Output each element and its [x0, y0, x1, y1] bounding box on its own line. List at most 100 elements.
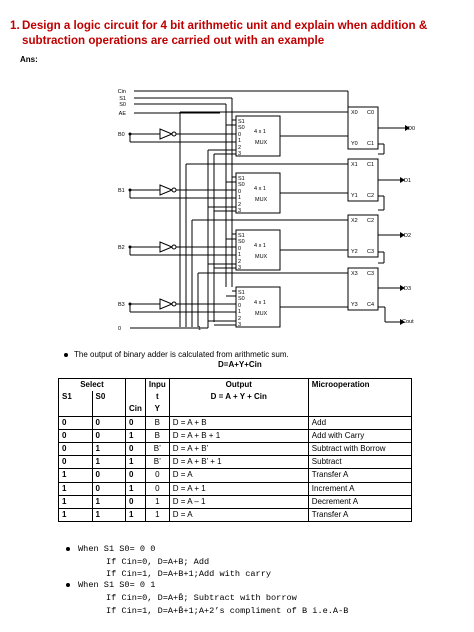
b3-label: B3	[118, 302, 125, 308]
mux-1: S1 S0 0 1 2 3 4 x 1 MUX	[238, 176, 268, 214]
svg-text:4 x 1: 4 x 1	[254, 300, 266, 306]
header-s1: S1	[58, 391, 93, 404]
header-cin: Cin	[125, 403, 146, 417]
d2-label: D2	[404, 233, 411, 239]
svg-text:2: 2	[238, 316, 241, 322]
question-number: 1.	[10, 19, 20, 32]
svg-text:0: 0	[238, 303, 241, 309]
svg-text:0: 0	[238, 246, 241, 252]
svg-text:Y0: Y0	[351, 141, 358, 147]
svg-text:S1: S1	[238, 233, 245, 239]
question-line-2: subtraction operations are carried out w…	[22, 34, 325, 47]
svg-text:4 x 1: 4 x 1	[254, 129, 266, 135]
svg-text:C0: C0	[367, 110, 374, 116]
adder-3: X3 C3 Y3 C4	[351, 271, 374, 308]
cout-label: Cout	[402, 319, 414, 325]
svg-text:C2: C2	[367, 193, 374, 199]
svg-text:C3: C3	[367, 249, 374, 255]
bullet-text: The output of binary adder is calculated…	[74, 350, 289, 359]
svg-text:1: 1	[238, 195, 241, 201]
svg-text:C4: C4	[367, 302, 374, 308]
svg-text:MUX: MUX	[255, 254, 268, 260]
adder-1: X1 C1 Y1 C2	[351, 162, 374, 199]
svg-text:X0: X0	[351, 110, 358, 116]
note-cin1-add-carry: If Cin=1, D=A+B+1;Add with carry	[106, 569, 272, 579]
svg-text:S0: S0	[238, 125, 245, 131]
svg-text:1: 1	[238, 309, 241, 315]
mux-2: S1 S0 0 1 2 3 4 x 1 MUX	[238, 233, 268, 271]
svg-text:Y3: Y3	[351, 302, 358, 308]
header-select: Select	[58, 378, 126, 392]
b2-label: B2	[118, 245, 125, 251]
s1-label: S1	[119, 96, 126, 102]
header-output-formula: D = A + Y + Cin	[168, 391, 309, 404]
svg-text:C2: C2	[367, 218, 374, 224]
header-microoperation: Microoperation	[307, 378, 412, 392]
svg-text:2: 2	[238, 145, 241, 151]
svg-text:4 x 1: 4 x 1	[254, 186, 266, 192]
function-table: Select Inpu Output Microoperation S1 S0 …	[58, 378, 412, 523]
ae-label: AE	[119, 111, 127, 117]
svg-text:MUX: MUX	[255, 311, 268, 317]
svg-text:S1: S1	[238, 290, 245, 296]
svg-text:S0: S0	[238, 239, 245, 245]
question-heading: 1. Design a logic circuit for 4 bit arit…	[10, 18, 465, 48]
header-input-b: t	[144, 391, 170, 404]
svg-text:MUX: MUX	[255, 140, 268, 146]
svg-text:C1: C1	[367, 162, 374, 168]
header-input-a: Inpu	[144, 378, 170, 392]
svg-text:X1: X1	[351, 162, 358, 168]
svg-text:S1: S1	[238, 176, 245, 182]
cin-label: Cin	[118, 89, 126, 95]
svg-text:2: 2	[238, 259, 241, 265]
note-cin0-sub-borrow: If Cin=0, D=A+B̄; Subtract with borrow	[106, 593, 297, 603]
svg-text:C1: C1	[367, 141, 374, 147]
svg-text:MUX: MUX	[255, 197, 268, 203]
note-cin0-add: If Cin=0, D=A+B; Add	[106, 557, 210, 567]
svg-text:0: 0	[238, 189, 241, 195]
svg-text:Y2: Y2	[351, 249, 358, 255]
svg-text:S0: S0	[238, 182, 245, 188]
svg-text:1: 1	[238, 252, 241, 258]
adder-0: X0 C0 Y0 C1	[351, 110, 374, 147]
note-when-00: When S1 S0= 0 0	[66, 544, 155, 554]
formula: D=A+Y+Cin	[218, 360, 262, 369]
header-input-c: Y	[144, 403, 170, 417]
svg-text:0: 0	[238, 132, 241, 138]
svg-text:3: 3	[238, 265, 241, 271]
note-when-01: When S1 S0= 0 1	[66, 580, 155, 590]
header-output: Output	[168, 378, 309, 392]
header-blank-s1	[58, 403, 93, 417]
header-s0: S0	[91, 391, 126, 404]
d1-label: D1	[404, 178, 411, 184]
arithmetic-unit-circuit-diagram: Cin S1 S0 AE B0 B1 B2 B3 0 1 S1 S0 0 1 2…	[118, 89, 415, 332]
svg-text:X3: X3	[351, 271, 358, 277]
svg-text:S1: S1	[238, 119, 245, 125]
svg-text:4 x 1: 4 x 1	[254, 243, 266, 249]
mux-0: S1 S0 0 1 2 3 4 x 1 MUX	[238, 119, 268, 157]
svg-text:2: 2	[238, 202, 241, 208]
question-line-1: Design a logic circuit for 4 bit arithme…	[22, 19, 428, 32]
answer-label: Ans:	[20, 55, 38, 64]
mux-3: S1 S0 0 1 2 3 4 x 1 MUX	[238, 290, 268, 328]
svg-text:X2: X2	[351, 218, 358, 224]
bullet-binary-adder: The output of binary adder is calculated…	[64, 350, 289, 359]
s0-label: S0	[119, 102, 126, 108]
svg-text:1: 1	[238, 138, 241, 144]
zero-input-label: 0	[118, 326, 121, 332]
svg-text:3: 3	[238, 322, 241, 328]
adder-2: X2 C2 Y2 C3	[351, 218, 374, 255]
svg-text:S0: S0	[238, 296, 245, 302]
svg-text:3: 3	[238, 151, 241, 157]
note-cin1-twos-complement: If Cin=1, D=A+B̄+1;A+2’s compliment of B…	[106, 606, 349, 616]
d3-label: D3	[404, 286, 411, 292]
one-input-label: 1	[198, 326, 201, 332]
svg-text:3: 3	[238, 208, 241, 214]
